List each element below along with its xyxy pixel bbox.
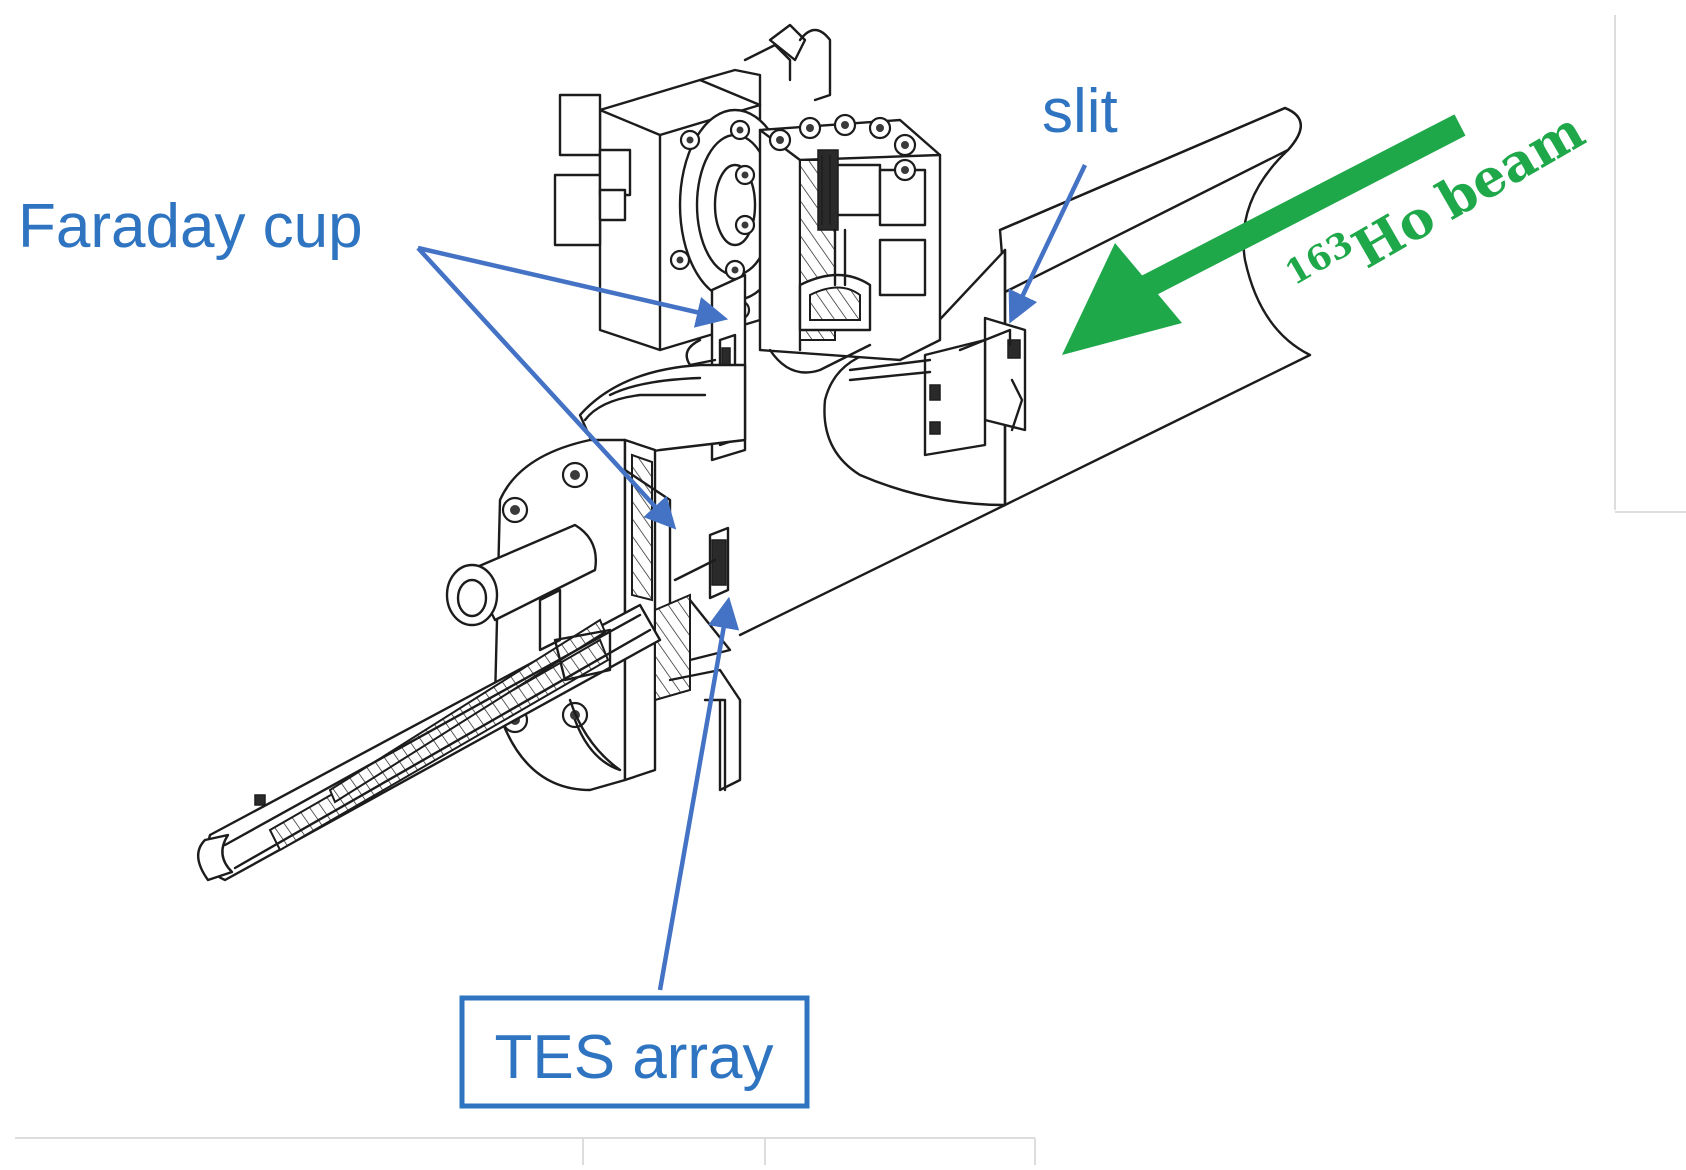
middle-tube — [578, 363, 747, 462]
slit-assembly — [848, 316, 1027, 457]
page-frame-lines — [15, 15, 1686, 1165]
faraday-cup-pointer-lower — [416, 246, 677, 530]
beamline-drawing — [197, 23, 1312, 882]
beam-arrow — [1062, 114, 1466, 355]
tes-array-pointer — [657, 596, 740, 991]
slit-label: slit — [1042, 77, 1118, 146]
pointers — [416, 164, 1088, 991]
faraday-cup-label: Faraday cup — [18, 192, 363, 261]
tes-array-label: TES array — [494, 1023, 773, 1092]
manipulator-rod — [197, 603, 662, 882]
faraday-cup-lower — [623, 468, 691, 702]
slit-pointer — [1008, 164, 1088, 324]
upper-chamber — [553, 23, 942, 374]
beam-element: Ho — [1342, 186, 1445, 281]
tes-array-box — [459, 995, 810, 1109]
tes-array-callout: TES array — [459, 995, 810, 1109]
tes-array-mount — [668, 526, 742, 792]
upper-bolts — [669, 113, 917, 321]
faraday-cup-pointer-upper — [417, 245, 729, 328]
